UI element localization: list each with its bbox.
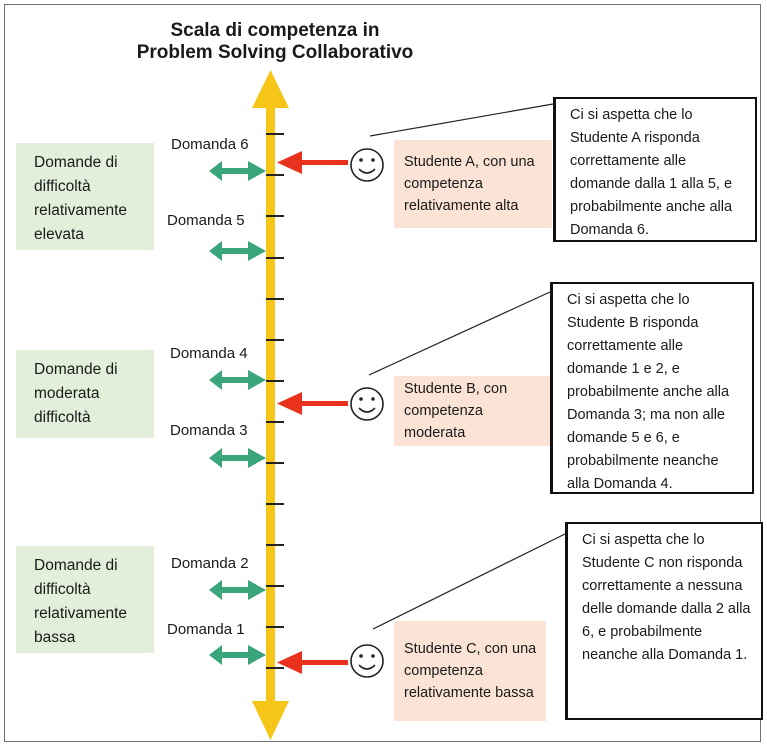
question-label-4: Domanda 4 [170,345,248,362]
question-label-5: Domanda 5 [167,212,245,229]
question-label-6: Domanda 6 [171,136,249,153]
question-label-3: Domanda 3 [170,422,248,439]
student-a-expectation-box: Ci si aspetta che lo Studente A risponda… [553,97,757,242]
student-c-label: Studente C, con una competenza relativam… [404,641,537,701]
level-label-moderate: Domande di moderata difficoltà [34,361,118,426]
student-c-expectation-box: Ci si aspetta che lo Studente C non risp… [565,522,763,720]
student-b-expectation: Ci si aspetta che lo Studente B risponda… [567,292,730,492]
axis-top-arrowhead [252,70,289,108]
student-c-box: Studente C, con una competenza relativam… [394,621,546,721]
level-box-low: Domande di difficoltà relativamente bass… [16,546,154,653]
title-line-1: Scala di competenza in [170,20,380,41]
student-c-expectation: Ci si aspetta che lo Studente C non risp… [582,532,751,663]
question-label-2: Domanda 2 [171,555,249,572]
student-b-box: Studente B, con competenza moderata [394,376,550,446]
axis-bottom-arrowhead [252,701,289,740]
student-b-expectation-box: Ci si aspetta che lo Studente B risponda… [550,282,754,494]
level-label-low: Domande di difficoltà relativamente bass… [34,557,128,646]
diagram-title: Scala di competenza in Problem Solving C… [100,20,450,64]
student-a-label: Studente A, con una competenza relativam… [404,154,535,214]
level-box-moderate: Domande di moderata difficoltà [16,350,154,438]
student-a-expectation: Ci si aspetta che lo Studente A risponda… [570,107,733,238]
diagram-frame [4,4,761,742]
title-line-2: Problem Solving Collaborativo [136,42,414,63]
student-a-box: Studente A, con una competenza relativam… [394,140,552,228]
student-b-label: Studente B, con competenza moderata [404,381,508,441]
level-box-high: Domande di difficoltà relativamente elev… [16,143,154,250]
axis-ticks [266,133,284,669]
question-label-1: Domanda 1 [167,621,245,638]
level-label-high: Domande di difficoltà relativamente elev… [34,154,128,243]
